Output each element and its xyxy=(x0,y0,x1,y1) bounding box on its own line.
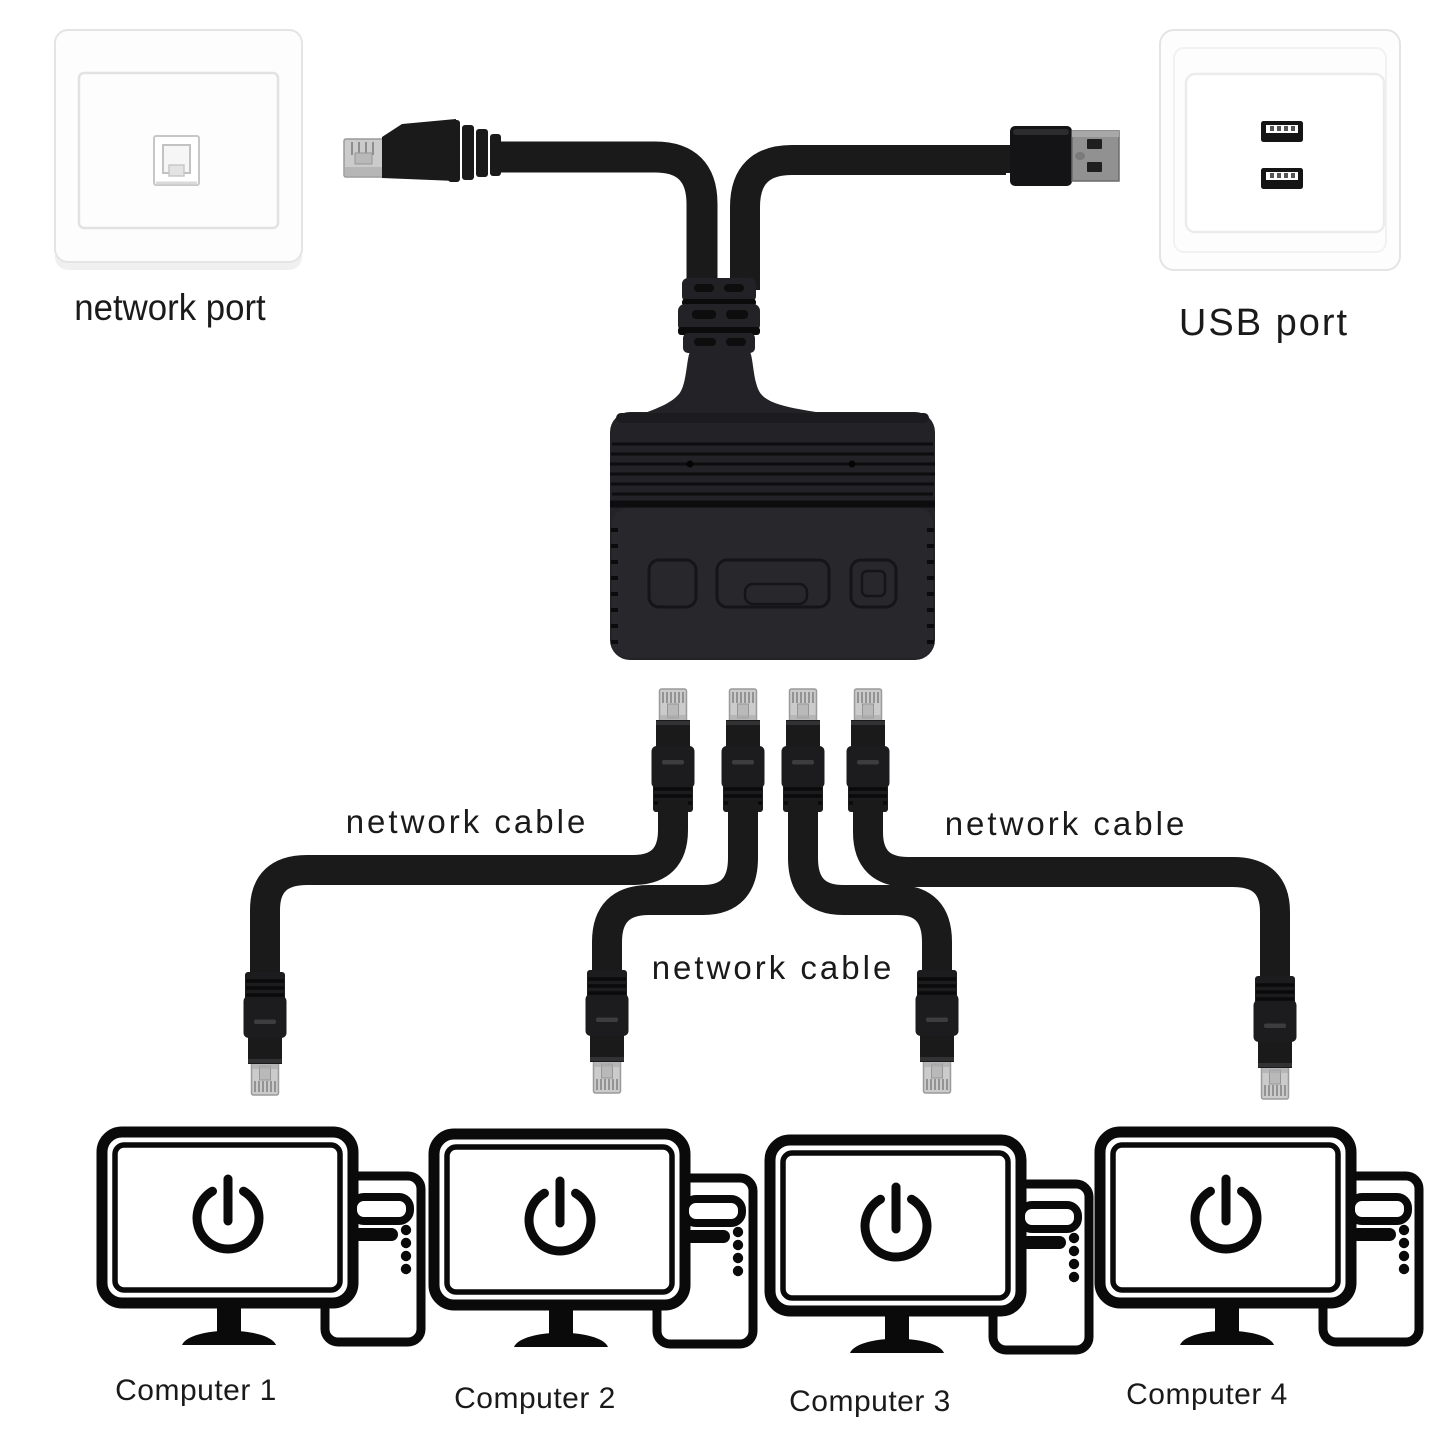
network-port-label: network port xyxy=(74,287,266,328)
computer-4-label: Computer 4 xyxy=(1126,1378,1288,1411)
computer-with-power-symbol-icon xyxy=(434,1134,753,1347)
network-cable-2 xyxy=(592,800,758,974)
rj45-plug-icon xyxy=(241,970,289,1097)
rj45-plug-icon xyxy=(1251,974,1299,1101)
usb-wallplate xyxy=(1159,29,1401,271)
network-cable-3 xyxy=(788,800,952,974)
usb-port-label: USB port xyxy=(1178,302,1350,344)
splitter-adapter-icon xyxy=(610,278,935,660)
network-cable-label-center: network cable xyxy=(651,949,895,986)
splitter-output-plugs xyxy=(649,687,892,814)
rj45-plug-icon xyxy=(583,968,631,1095)
rj45-plug-icon xyxy=(719,687,767,814)
network-cable-label-left: network cable xyxy=(345,803,589,840)
splitter-input-cables xyxy=(343,119,1120,290)
computer-icons xyxy=(102,1132,1419,1353)
computer-with-power-symbol-icon xyxy=(1100,1132,1419,1345)
usb-plug-icon xyxy=(1000,126,1120,186)
usb-socket-1-icon xyxy=(1261,121,1303,142)
usb-socket-2-icon xyxy=(1261,168,1303,189)
rj45-plug-icon xyxy=(913,968,961,1095)
network-cable-1 xyxy=(250,800,688,975)
rj45-plug-left-icon xyxy=(343,119,501,182)
computer-2-label: Computer 2 xyxy=(454,1382,616,1415)
cable-end-plugs xyxy=(241,968,1299,1101)
network-cable-4 xyxy=(853,800,1290,980)
network-cable-label-right: network cable xyxy=(944,805,1188,842)
rj45-plug-icon xyxy=(779,687,827,814)
input-cable-left xyxy=(497,141,718,290)
network-cables xyxy=(250,800,1290,980)
rj45-plug-icon xyxy=(844,687,892,814)
input-cable-right xyxy=(730,145,1006,290)
computer-1-label: Computer 1 xyxy=(115,1374,277,1407)
rj45-plug-icon xyxy=(649,687,697,814)
ethernet-keystone-icon xyxy=(153,135,200,186)
network-port-wallplate xyxy=(54,29,303,270)
computer-3-label: Computer 3 xyxy=(789,1385,951,1418)
computer-with-power-symbol-icon xyxy=(102,1132,421,1345)
computer-with-power-symbol-icon xyxy=(770,1140,1089,1353)
